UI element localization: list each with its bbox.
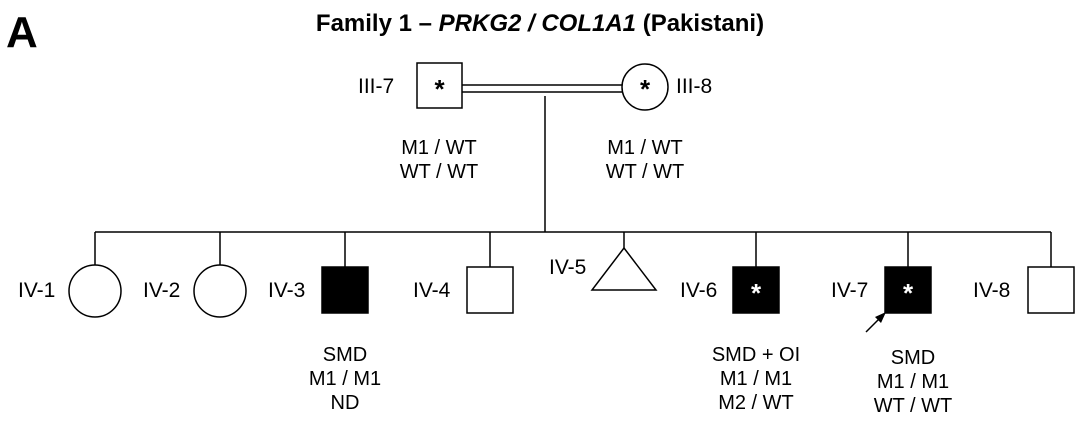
label-iv-8: IV-8 — [973, 279, 1011, 302]
genotype-line: M2 / WT — [718, 392, 794, 414]
panel-letter: A — [6, 8, 38, 57]
title-suffix: (Pakistani) — [636, 10, 765, 37]
iii-8-female-symbol — [621, 63, 669, 111]
genotype-iii-8: M1 / WT WT / WT — [565, 136, 725, 184]
iv-6-affected-male-symbol — [732, 266, 780, 314]
iv-8-male-symbol — [1027, 266, 1075, 314]
genotype-iii-7: M1 / WT WT / WT — [359, 136, 519, 184]
iv-4-male-symbol — [466, 266, 514, 314]
label-iv-5: IV-5 — [549, 256, 587, 279]
genotype-line: M1 / M1 — [719, 368, 793, 390]
genotype-line: ND — [330, 392, 360, 414]
proband-arrow-head — [875, 312, 886, 323]
iii-7-male-symbol — [416, 62, 463, 109]
phenotype-line: SMD — [322, 344, 368, 366]
label-iv-4: IV-4 — [413, 279, 451, 302]
label-iv-1: IV-1 — [18, 279, 56, 302]
genotype-iv-7: SMD M1 / M1 WT / WT — [833, 346, 993, 418]
label-iv-2: IV-2 — [143, 279, 181, 302]
label-iii-7: III-7 — [358, 75, 395, 98]
iv-5-triangle-symbol — [590, 246, 658, 291]
iv-7-affected-male-symbol — [884, 266, 932, 314]
title-genes: PRKG2 / COL1A1 — [438, 10, 637, 37]
genotype-line: M1 / M1 — [876, 371, 950, 393]
iv-6-carrier-mark: * — [751, 278, 762, 308]
title-prefix: Family 1 – — [315, 10, 439, 37]
genotype-line: M1 / WT — [401, 137, 477, 159]
iv-2-female-symbol — [193, 264, 247, 318]
phenotype-line: SMD — [890, 347, 936, 369]
label-iii-8: III-8 — [676, 75, 713, 98]
genotype-line: WT / WT — [399, 161, 479, 183]
iv-1-female-symbol — [68, 264, 122, 318]
iii-7-carrier-mark: * — [434, 74, 445, 104]
label-iv-7: IV-7 — [831, 279, 869, 302]
genotype-line: M1 / M1 — [308, 368, 382, 390]
genotype-line: WT / WT — [873, 395, 953, 417]
proband-arrow-shaft — [865, 317, 881, 333]
phenotype-line: SMD + OI — [711, 344, 801, 366]
genotype-line: M1 / WT — [607, 137, 683, 159]
pedigree-title: Family 1 – PRKG2 / COL1A1 (Pakistani) — [0, 10, 1080, 38]
iv-3-affected-male-symbol — [321, 266, 369, 314]
iii-8-carrier-mark: * — [640, 74, 651, 104]
iv-7-carrier-mark: * — [903, 278, 914, 308]
label-iv-3: IV-3 — [268, 279, 306, 302]
label-iv-6: IV-6 — [680, 279, 718, 302]
genotype-line: WT / WT — [605, 161, 685, 183]
genotype-iv-3: SMD M1 / M1 ND — [265, 343, 425, 415]
genotype-iv-6: SMD + OI M1 / M1 M2 / WT — [676, 343, 836, 415]
